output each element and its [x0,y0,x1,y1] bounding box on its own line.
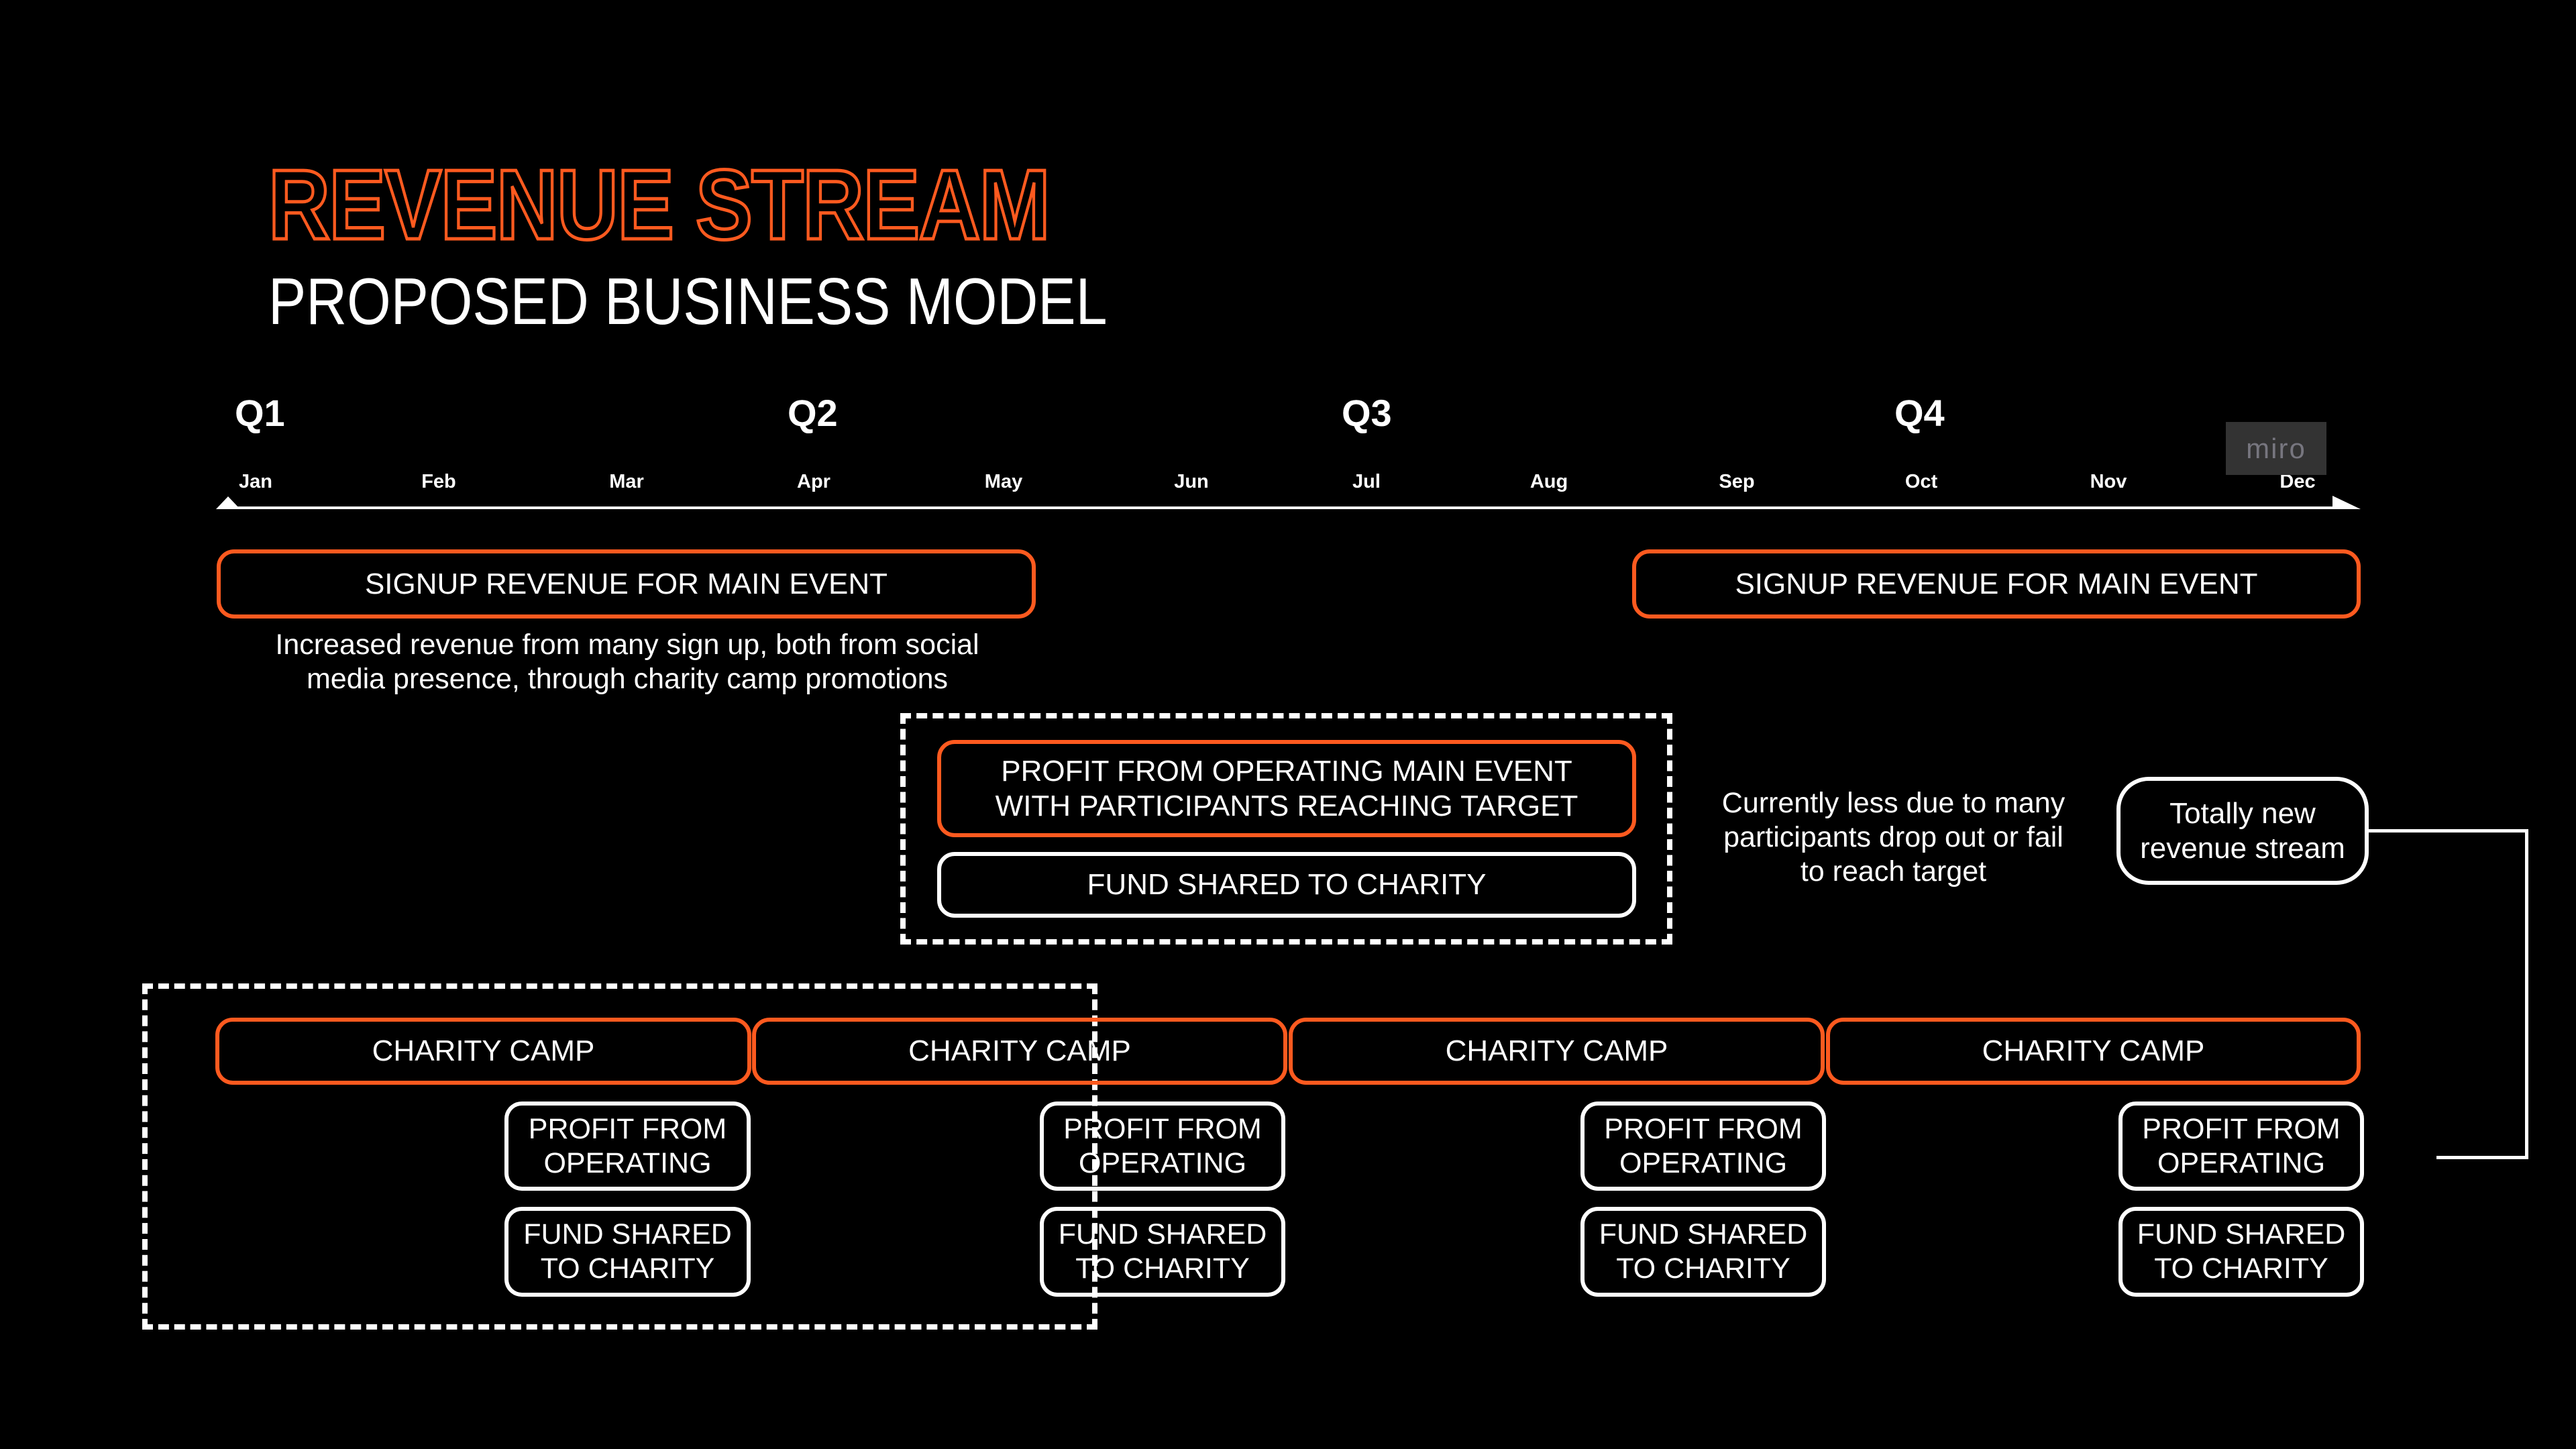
charity-camp-label: CHARITY CAMP [1982,1034,2205,1068]
charity-camp-fund-box[interactable]: FUND SHARED TO CHARITY [2118,1207,2364,1297]
connector-line-bottom [2436,1156,2528,1159]
charity-camp-profit-box[interactable]: PROFIT FROM OPERATING [1580,1102,1826,1191]
main-event-profit-label: PROFIT FROM OPERATING MAIN EVENT WITH PA… [995,754,1578,822]
miro-watermark: miro [2226,422,2326,475]
main-event-note: Currently less due to many participants … [1721,787,2065,888]
charity-camp-box[interactable]: CHARITY CAMP [215,1018,751,1085]
charity-camp-profit-label: PROFIT FROM OPERATING [2142,1112,2341,1179]
charity-camp-label: CHARITY CAMP [1445,1034,1668,1068]
charity-camp-fund-label: FUND SHARED TO CHARITY [2137,1218,2346,1285]
charity-camp-fund-label: FUND SHARED TO CHARITY [1599,1218,1808,1285]
quarter-label-q4: Q4 [1894,392,1945,434]
quarter-label-q1: Q1 [235,392,285,434]
charity-camp-box[interactable]: CHARITY CAMP [1289,1018,1825,1085]
month-label-jan: Jan [239,471,272,492]
month-label-jul: Jul [1352,471,1381,492]
charity-camp-fund-box[interactable]: FUND SHARED TO CHARITY [1040,1207,1285,1297]
connector-line-vertical [2525,829,2528,1159]
new-revenue-stream-label: Totally new revenue stream [2140,796,2345,865]
main-event-profit-box[interactable]: PROFIT FROM OPERATING MAIN EVENT WITH PA… [937,740,1636,837]
month-label-feb: Feb [421,471,456,492]
charity-camp-label: CHARITY CAMP [908,1034,1131,1068]
main-event-group-frame [900,713,1672,945]
charity-camp-profit-box[interactable]: PROFIT FROM OPERATING [2118,1102,2364,1191]
month-label-apr: Apr [797,471,830,492]
charity-camp-box[interactable]: CHARITY CAMP [752,1018,1287,1085]
charity-camp-group-frame [142,983,1097,1330]
main-event-fund-box[interactable]: FUND SHARED TO CHARITY [937,852,1636,918]
charity-camp-profit-label: PROFIT FROM OPERATING [1063,1112,1262,1179]
month-label-jun: Jun [1174,471,1209,492]
month-label-aug: Aug [1529,471,1568,492]
signup-revenue-box-first[interactable]: SIGNUP REVENUE FOR MAIN EVENT [217,549,1036,619]
charity-camp-profit-box[interactable]: PROFIT FROM OPERATING [1040,1102,1285,1191]
month-label-mar: Mar [609,471,644,492]
charity-camp-profit-label: PROFIT FROM OPERATING [1604,1112,1803,1179]
page-subtitle: PROPOSED BUSINESS MODEL [268,264,1108,338]
timeline-axis-line [221,506,2341,509]
timeline-end-arrow-icon [2332,496,2361,509]
timeline-start-arrow-icon [216,496,240,509]
signup-revenue-label: SIGNUP REVENUE FOR MAIN EVENT [364,567,888,600]
page-title: REVENUE STREAM [267,150,1052,260]
charity-camp-profit-box[interactable]: PROFIT FROM OPERATING [504,1102,751,1191]
charity-camp-box[interactable]: CHARITY CAMP [1826,1018,2361,1085]
signup-revenue-label: SIGNUP REVENUE FOR MAIN EVENT [1735,567,2258,600]
signup-revenue-description: Increased revenue from many sign up, bot… [275,629,979,695]
quarter-label-q3: Q3 [1342,392,1392,434]
charity-camp-fund-label: FUND SHARED TO CHARITY [523,1218,732,1285]
month-label-nov: Nov [2090,471,2127,492]
signup-revenue-box-second[interactable]: SIGNUP REVENUE FOR MAIN EVENT [1632,549,2361,619]
quarter-label-q2: Q2 [788,392,838,434]
connector-line-top [2369,829,2528,833]
charity-camp-fund-box[interactable]: FUND SHARED TO CHARITY [1580,1207,1826,1297]
charity-camp-profit-label: PROFIT FROM OPERATING [528,1112,727,1179]
new-revenue-stream-box[interactable]: Totally new revenue stream [2116,777,2369,885]
month-label-oct: Oct [1904,471,1938,492]
charity-camp-fund-box[interactable]: FUND SHARED TO CHARITY [504,1207,751,1297]
month-label-sep: Sep [1719,471,1755,492]
month-label-dec: Dec [2279,471,2316,492]
charity-camp-label: CHARITY CAMP [372,1034,595,1068]
charity-camp-fund-label: FUND SHARED TO CHARITY [1058,1218,1267,1285]
main-event-fund-label: FUND SHARED TO CHARITY [1087,868,1487,902]
month-label-may: May [984,471,1023,492]
